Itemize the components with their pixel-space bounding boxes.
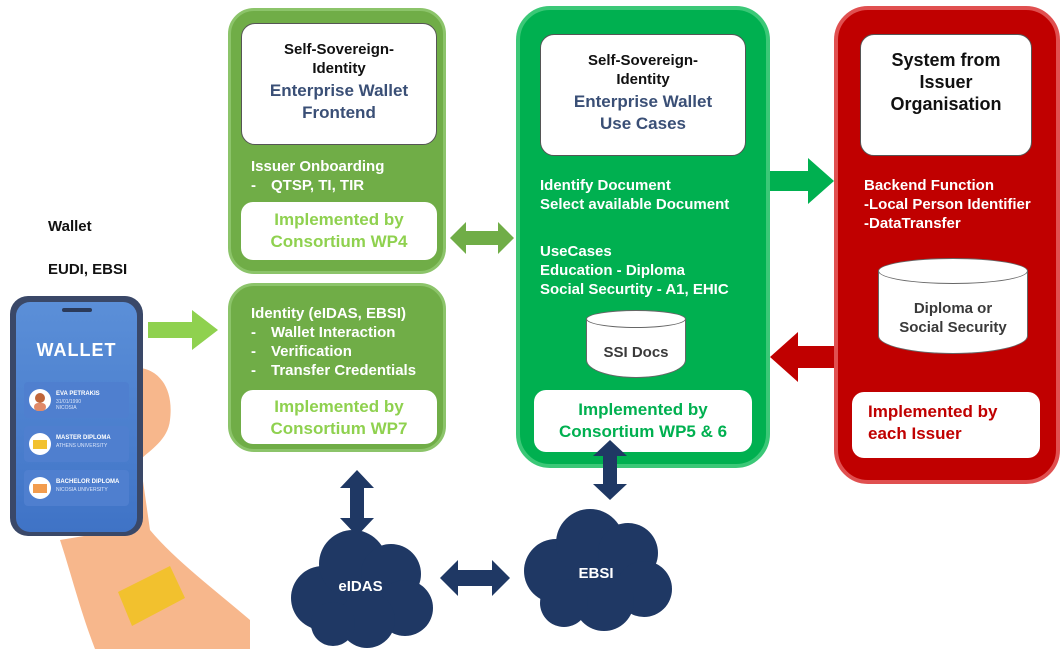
double-arrow-horizontal-icon — [440, 560, 510, 596]
double-arrow-vertical-icon — [593, 440, 627, 500]
identity-impl-line1: Implemented by — [274, 397, 404, 416]
card-title: MASTER DIPLOMA — [56, 435, 111, 441]
usecases-implemented-box: Implemented by Consortium WP5 & 6 — [534, 390, 752, 452]
usecases-line: Social Securtity - A1, EHIC — [540, 281, 729, 298]
identity-item: Transfer Credentials — [251, 361, 416, 380]
issuer-database-body: Diploma or Social Security — [878, 271, 1028, 354]
usecases-doc-lines: Identify Document Select available Docum… — [540, 176, 729, 214]
frontend-subtitle-line2: Frontend — [302, 103, 376, 122]
wallet-label: Wallet — [48, 218, 92, 235]
issuer-item: Local Person Identifier — [864, 195, 1031, 214]
usecases-case-lines: UseCases Education - Diploma Social Secu… — [540, 242, 729, 299]
frontend-title-box: Self-Sovereign- Identity Enterprise Wall… — [241, 23, 437, 145]
eidas-cloud: eIDAS — [283, 520, 438, 648]
arrow-right-icon — [148, 310, 218, 350]
ebsi-label: EBSI — [578, 565, 614, 582]
issuer-database-icon: Diploma or Social Security — [878, 258, 1028, 354]
frontend-impl-line1: Implemented by — [274, 210, 404, 229]
eidas-label: eIDAS — [338, 578, 383, 595]
issuer-impl-line2: each Issuer — [868, 424, 962, 443]
usecases-line: Select available Document — [540, 196, 730, 213]
ssi-docs-database-icon: SSI Docs — [586, 310, 686, 378]
usecases-subtitle-line2: Use Cases — [599, 114, 686, 133]
wallet-card-bachelor[interactable]: BACHELOR DIPLOMA NICOSIA UNIVERSITY — [24, 470, 129, 506]
panel-usecases: Self-Sovereign- Identity Enterprise Wall… — [516, 6, 770, 468]
wallet-screen-title: WALLET — [36, 340, 117, 360]
panel-issuer: System from Issuer Organisation Backend … — [834, 6, 1060, 484]
usecases-impl-line1: Implemented by — [578, 400, 708, 419]
ebsi-cloud: EBSI — [516, 505, 676, 633]
diploma-icon — [29, 433, 51, 455]
usecases-subtitle-line1: Enterprise Wallet — [573, 92, 713, 111]
cloud-icon — [524, 509, 672, 631]
diploma-icon — [29, 477, 51, 499]
arrow-right-icon — [770, 158, 834, 204]
wallet-card-identity[interactable]: EVA PETRAKIS 31/01/1990 NICOSIA — [24, 382, 129, 418]
usecases-impl-line2: Consortium WP5 & 6 — [558, 422, 728, 441]
issuer-title-line3: Organisation — [890, 94, 1002, 114]
issuer-title-line1: System from — [891, 50, 1001, 70]
cloud-icon — [291, 530, 433, 648]
identity-section: Identity (eIDAS, EBSI) Wallet Interactio… — [251, 304, 416, 380]
usecases-line: Identify Document — [540, 177, 671, 194]
issuer-section-title: Backend Function — [864, 177, 995, 194]
arrow-left-icon — [770, 332, 836, 382]
wallet-card-master[interactable]: MASTER DIPLOMA ATHENS UNIVERSITY — [24, 426, 129, 462]
double-arrow-vertical-icon — [340, 470, 374, 536]
usecases-line: UseCases — [540, 243, 612, 260]
card-line: NICOSIA UNIVERSITY — [56, 487, 108, 493]
card-line: ATHENS UNIVERSITY — [56, 443, 108, 449]
frontend-section-item: QTSP, TI, TIR — [251, 176, 384, 195]
identity-impl-line2: Consortium WP7 — [270, 419, 408, 438]
card-title: BACHELOR DIPLOMA — [56, 479, 120, 485]
identity-title: Identity (eIDAS, EBSI) — [251, 305, 407, 322]
issuer-title-line2: Issuer — [919, 72, 973, 92]
card-line: NICOSIA — [56, 405, 77, 411]
issuer-implemented-box: Implemented by each Issuer — [852, 392, 1040, 458]
issuer-title-box: System from Issuer Organisation — [860, 34, 1032, 156]
frontend-title-line1: Self-Sovereign- — [283, 41, 395, 58]
issuer-item: DataTransfer — [864, 214, 1031, 233]
identity-implemented-box: Implemented by Consortium WP7 — [241, 390, 437, 444]
panel-identity: Identity (eIDAS, EBSI) Wallet Interactio… — [228, 283, 446, 452]
ssi-docs-label: SSI Docs — [586, 319, 686, 378]
frontend-section-title: Issuer Onboarding — [251, 158, 385, 175]
hand-illustration — [60, 367, 250, 649]
frontend-impl-line2: Consortium WP4 — [270, 232, 408, 251]
usecases-title-line1: Self-Sovereign- — [587, 52, 699, 69]
person-avatar-icon — [29, 389, 51, 411]
wallet-phone: WALLET EVA PETRAKIS 31/01/1990 NICOSIA M… — [10, 296, 143, 536]
frontend-title-line2: Identity — [312, 60, 366, 77]
eudi-ebsi-label: EUDI, EBSI — [48, 261, 128, 278]
frontend-subtitle-line1: Enterprise Wallet — [269, 81, 409, 100]
issuer-section: Backend Function Local Person Identifier… — [864, 176, 1031, 233]
frontend-section: Issuer Onboarding QTSP, TI, TIR — [251, 157, 384, 195]
card-line: 31/01/1990 — [56, 399, 82, 405]
issuer-impl-line1: Implemented by — [868, 402, 998, 421]
usecases-line: Education - Diploma — [540, 262, 686, 279]
usecases-title-box: Self-Sovereign- Identity Enterprise Wall… — [540, 34, 746, 156]
issuer-db-line2: Social Security — [899, 319, 1007, 336]
identity-item: Verification — [251, 342, 416, 361]
panel-frontend: Self-Sovereign- Identity Enterprise Wall… — [228, 8, 446, 274]
wallet-phone-screen: WALLET EVA PETRAKIS 31/01/1990 NICOSIA M… — [16, 302, 137, 532]
identity-item: Wallet Interaction — [251, 323, 416, 342]
double-arrow-horizontal-icon — [450, 222, 514, 254]
phone-speaker — [62, 308, 92, 312]
card-title: EVA PETRAKIS — [56, 391, 100, 397]
frontend-implemented-box: Implemented by Consortium WP4 — [241, 202, 437, 260]
issuer-db-line1: Diploma or — [913, 300, 993, 317]
usecases-title-line2: Identity — [616, 71, 670, 88]
